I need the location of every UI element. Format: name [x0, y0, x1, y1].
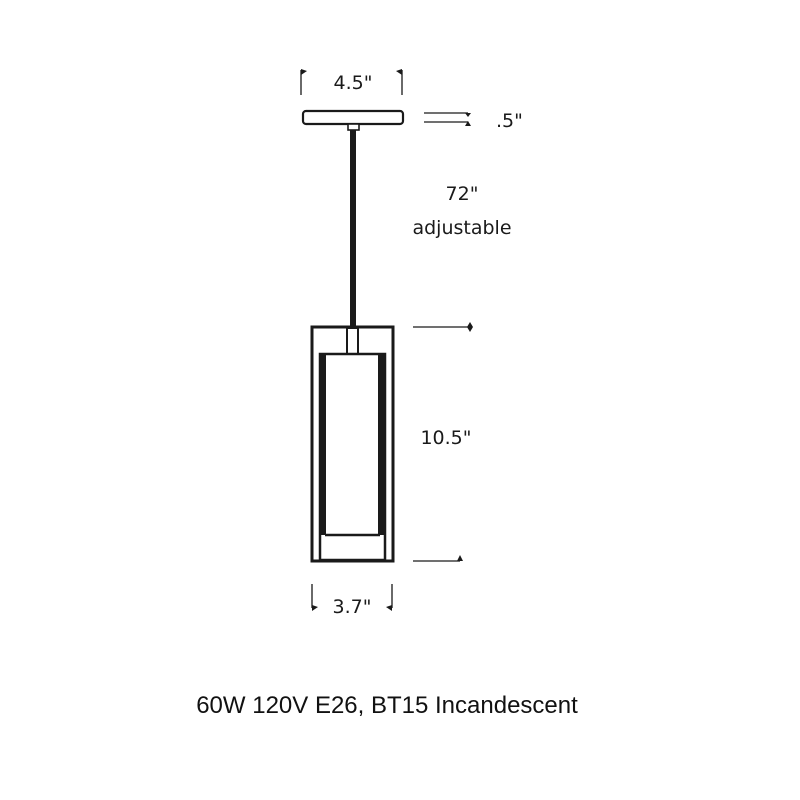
shade-height-dimension — [413, 322, 473, 562]
cord-adjustable-note: adjustable — [412, 217, 511, 239]
canopy — [301, 109, 405, 126]
canopy-cord-grip — [347, 123, 360, 131]
shade-width-label: 3.7" — [333, 596, 372, 618]
shade-width-dimension — [311, 584, 393, 611]
pendant-shade — [310, 325, 395, 563]
pendant-cord — [350, 130, 356, 328]
canopy-width-label: 4.5" — [334, 72, 373, 94]
lamp-spec-line: 60W 120V E26, BT15 Incandescent — [196, 692, 578, 719]
canopy-width-dimension — [300, 69, 403, 95]
shade-height-label: 10.5" — [420, 427, 471, 449]
canopy-height-label: .5" — [496, 110, 523, 132]
cord-length-label: 72" — [446, 183, 479, 205]
canopy-height-dimension — [424, 112, 471, 126]
